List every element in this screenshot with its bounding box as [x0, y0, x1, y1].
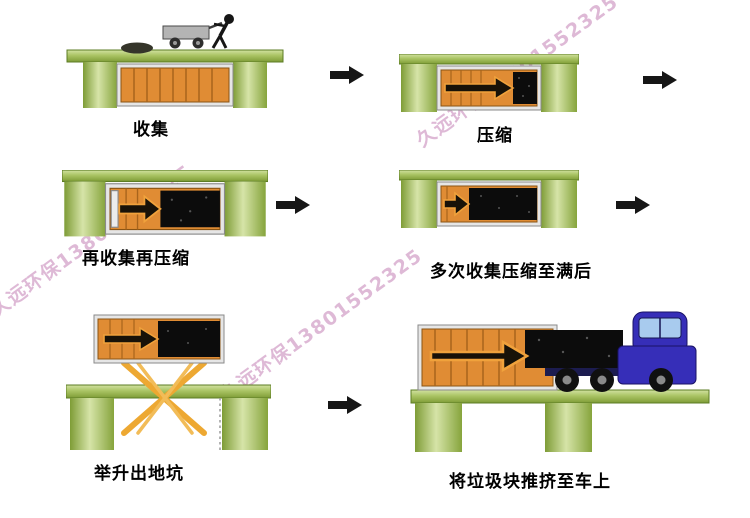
compactor-arrow	[444, 75, 515, 101]
flow-arrow-4	[616, 196, 650, 214]
stage-2-label: 压缩	[477, 126, 513, 146]
pit-wall-right	[224, 181, 266, 237]
stage-2-illustration	[399, 54, 579, 112]
waste-pile	[121, 42, 153, 54]
stage-4-label: 多次收集压缩至满后	[430, 262, 592, 282]
pit-wall-right	[222, 398, 268, 450]
container-empty	[116, 63, 234, 107]
truck	[545, 311, 697, 392]
pit-wall-left	[64, 181, 106, 237]
pit-wall-left	[83, 62, 117, 108]
waste-block	[513, 72, 537, 104]
ground-surface	[399, 170, 579, 181]
truck-bed	[545, 368, 629, 376]
cart-body	[162, 25, 210, 40]
compactor-arrow	[103, 326, 160, 352]
compactor-arrow	[443, 191, 471, 217]
pit-wall-right	[541, 180, 577, 228]
stage-5-label: 举升出地坑	[94, 464, 184, 484]
flow-arrow-5	[328, 396, 362, 414]
waste-block	[158, 321, 220, 357]
pit-wall-right	[545, 403, 592, 452]
pit-wall-left	[415, 403, 462, 452]
stage-6-label: 将垃圾块推挤至车上	[449, 472, 611, 492]
stage-6-illustration	[410, 311, 710, 452]
waste-block	[160, 190, 220, 228]
worker-figure	[211, 14, 234, 49]
compactor-arrow	[118, 194, 162, 224]
pusher-plate	[110, 190, 119, 228]
stage-4-illustration	[399, 170, 579, 228]
pit-wall-left	[401, 64, 437, 112]
stage-3-label: 再收集再压缩	[82, 249, 190, 269]
worker-with-cart	[121, 14, 234, 54]
pit-wall-left	[70, 398, 114, 450]
container-full	[436, 181, 542, 227]
scissor-lift	[121, 360, 207, 436]
pit-wall-right	[541, 64, 577, 112]
stage-5-illustration	[66, 314, 271, 450]
compactor-arrow	[429, 339, 530, 373]
ground-surface	[66, 49, 284, 63]
ground-surface	[410, 389, 710, 404]
ground-surface	[399, 54, 579, 65]
pit-wall-right	[233, 62, 267, 108]
stage-3-illustration	[62, 170, 268, 237]
waste-block	[525, 330, 623, 368]
flow-arrow-1	[330, 66, 364, 84]
ground-surface	[62, 170, 268, 183]
flow-arrow-2	[643, 71, 677, 89]
container-compressing	[436, 65, 542, 111]
stage-1-label: 收集	[133, 120, 169, 140]
stage-1-illustration	[66, 14, 284, 108]
pit-wall-left	[401, 180, 437, 228]
flow-arrow-3	[276, 196, 310, 214]
container-lifted	[93, 314, 225, 364]
container-recompressing	[104, 183, 226, 235]
waste-block	[469, 188, 537, 220]
